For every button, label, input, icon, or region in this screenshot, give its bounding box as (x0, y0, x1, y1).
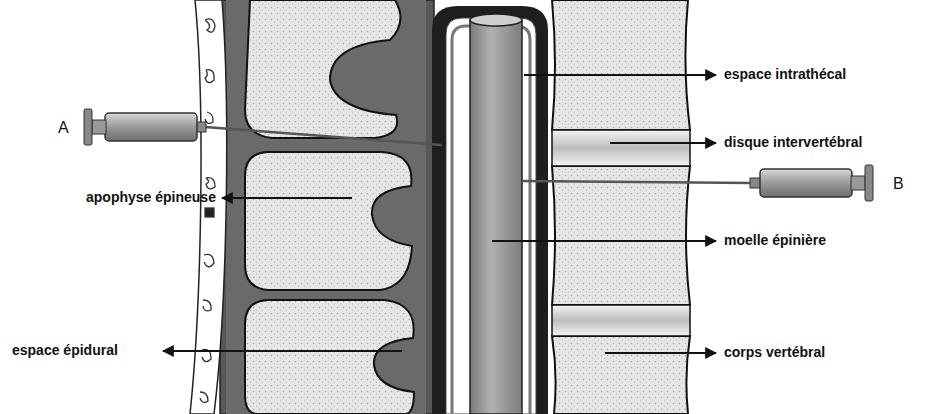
intrathecal-space (446, 18, 536, 414)
part-label: corps vertébral (724, 345, 825, 360)
spinal-cord-top (470, 14, 522, 26)
syringe (84, 109, 442, 145)
part-label: espace épidural (12, 343, 118, 358)
syringe-letter: A (58, 119, 69, 137)
spinal-cord (470, 20, 522, 414)
syringe-letter: B (893, 175, 904, 193)
part-label: moelle épinière (724, 233, 826, 248)
leader-arrow (163, 75, 716, 353)
part-label: apophyse épineuse (86, 190, 216, 205)
dura-mater (432, 6, 548, 414)
intervertebral-disc (552, 130, 690, 336)
part-label: disque intervertébral (724, 135, 863, 150)
ligament-spots (200, 19, 215, 403)
vertebral-body (552, 0, 690, 414)
part-label: espace intrathécal (724, 67, 846, 82)
syringe (522, 165, 873, 201)
